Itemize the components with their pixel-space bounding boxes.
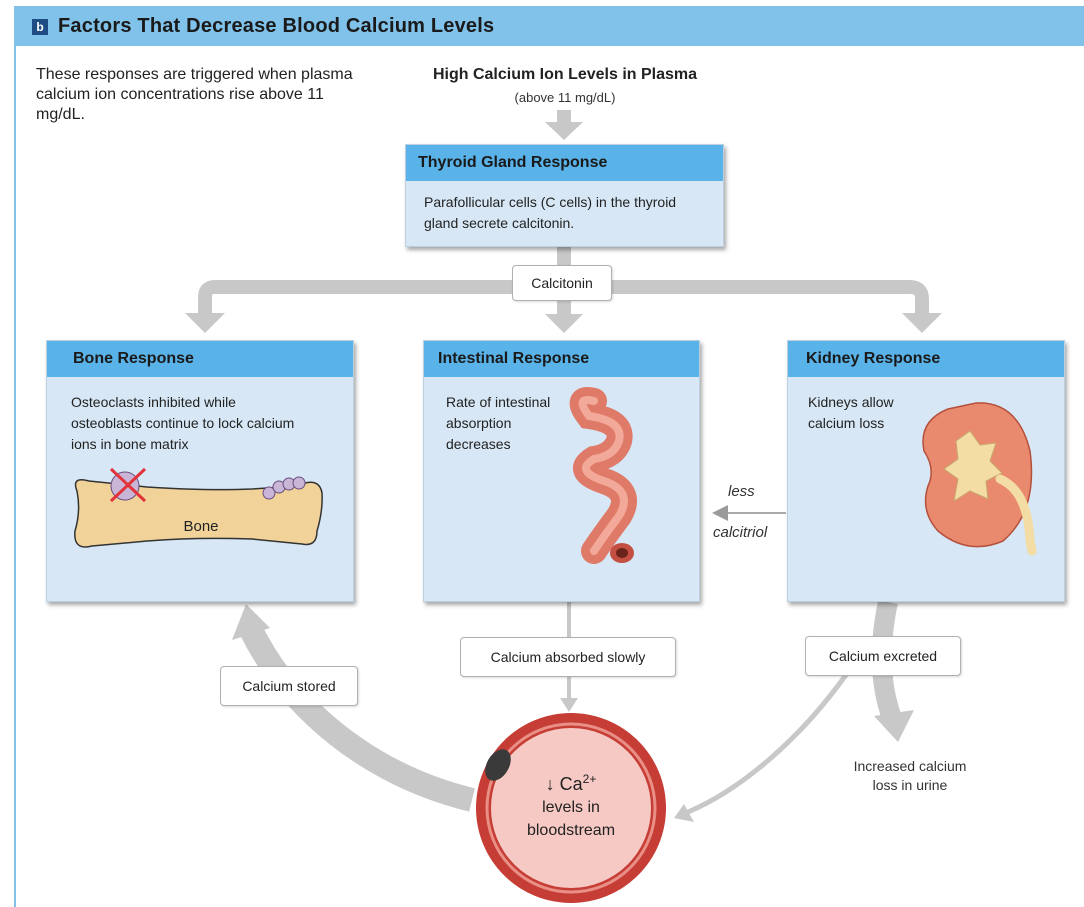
intro-text: These responses are triggered when plasm…: [36, 66, 353, 123]
calcitonin-label: Calcitonin: [512, 265, 612, 301]
calcitriol-word: calcitriol: [713, 524, 768, 541]
calcium-excreted-label: Calcium excreted: [805, 636, 961, 676]
branch-middle-head: [545, 314, 583, 333]
calcium-stored-label: Calcium stored: [220, 666, 358, 706]
left-border: [14, 46, 16, 907]
branch-left: [198, 280, 512, 315]
down-arrow-icon: ↓: [545, 774, 555, 794]
bone-panel: Bone Response Osteoclasts inhibited whil…: [46, 340, 354, 602]
thyroid-trunk: [557, 246, 571, 266]
absorb-arrow-head: [560, 698, 578, 712]
figure-title: Factors That Decrease Blood Calcium Leve…: [58, 15, 495, 37]
bone-illustration: [74, 467, 323, 548]
trigger-down-arrow: [545, 110, 583, 140]
branch-middle: [557, 300, 571, 316]
calcium-absorbed-label: Calcium absorbed slowly: [460, 637, 676, 677]
storage-arrow: [239, 622, 475, 812]
branch-right-head: [902, 313, 942, 333]
storage-arrow-head: [232, 604, 270, 640]
intestine-title: Intestinal Response: [424, 341, 699, 377]
calcium-charge: 2+: [582, 772, 597, 786]
bone-title: Bone Response: [47, 341, 353, 377]
kidney-illustration: [922, 402, 1037, 556]
calcium-symbol: Ca: [559, 774, 583, 794]
intestine-illustration: [569, 387, 637, 564]
excreted-arrow-head: [674, 804, 694, 822]
branch-left-head: [185, 313, 225, 333]
branch-right: [612, 280, 929, 315]
blood-calcium-label: ↓ Ca2+ levels in bloodstream: [491, 768, 651, 842]
intestine-panel: Intestinal Response Rate of intestinal a…: [423, 340, 700, 602]
calcitriol-less: less: [728, 483, 755, 500]
blood-line-3: bloodstream: [526, 822, 616, 839]
bone-text: Osteoclasts inhibited while osteoblasts …: [71, 394, 295, 452]
blood-vessel: [476, 713, 666, 903]
bone-label: Bone: [183, 518, 219, 535]
thyroid-title: Thyroid Gland Response: [406, 145, 723, 181]
panel-badge: b: [32, 19, 48, 35]
thyroid-panel: Thyroid Gland Response Parafollicular ce…: [405, 144, 724, 247]
blood-line-2: levels in: [542, 799, 600, 816]
figure-header: b Factors That Decrease Blood Calcium Le…: [14, 6, 1084, 46]
intestine-text: Rate of intestinal absorption decreases: [446, 394, 551, 452]
trigger-subtitle: (above 11 mg/dL): [514, 90, 616, 105]
excretion-arrow-head: [874, 710, 914, 742]
kidney-panel: Kidney Response Kidneys allow calcium lo…: [787, 340, 1065, 602]
blood-ion-line: ↓ Ca2+: [491, 768, 651, 796]
thyroid-text: Parafollicular cells (C cells) in the th…: [424, 194, 677, 231]
trigger-title: High Calcium Ion Levels in Plasma: [432, 66, 698, 83]
excreted-to-blood: [687, 670, 851, 815]
kidney-title: Kidney Response: [788, 341, 1064, 377]
kidney-text: Kidneys allow calcium loss: [808, 394, 894, 431]
urine-loss-text: Increased calcium loss in urine: [853, 758, 967, 793]
